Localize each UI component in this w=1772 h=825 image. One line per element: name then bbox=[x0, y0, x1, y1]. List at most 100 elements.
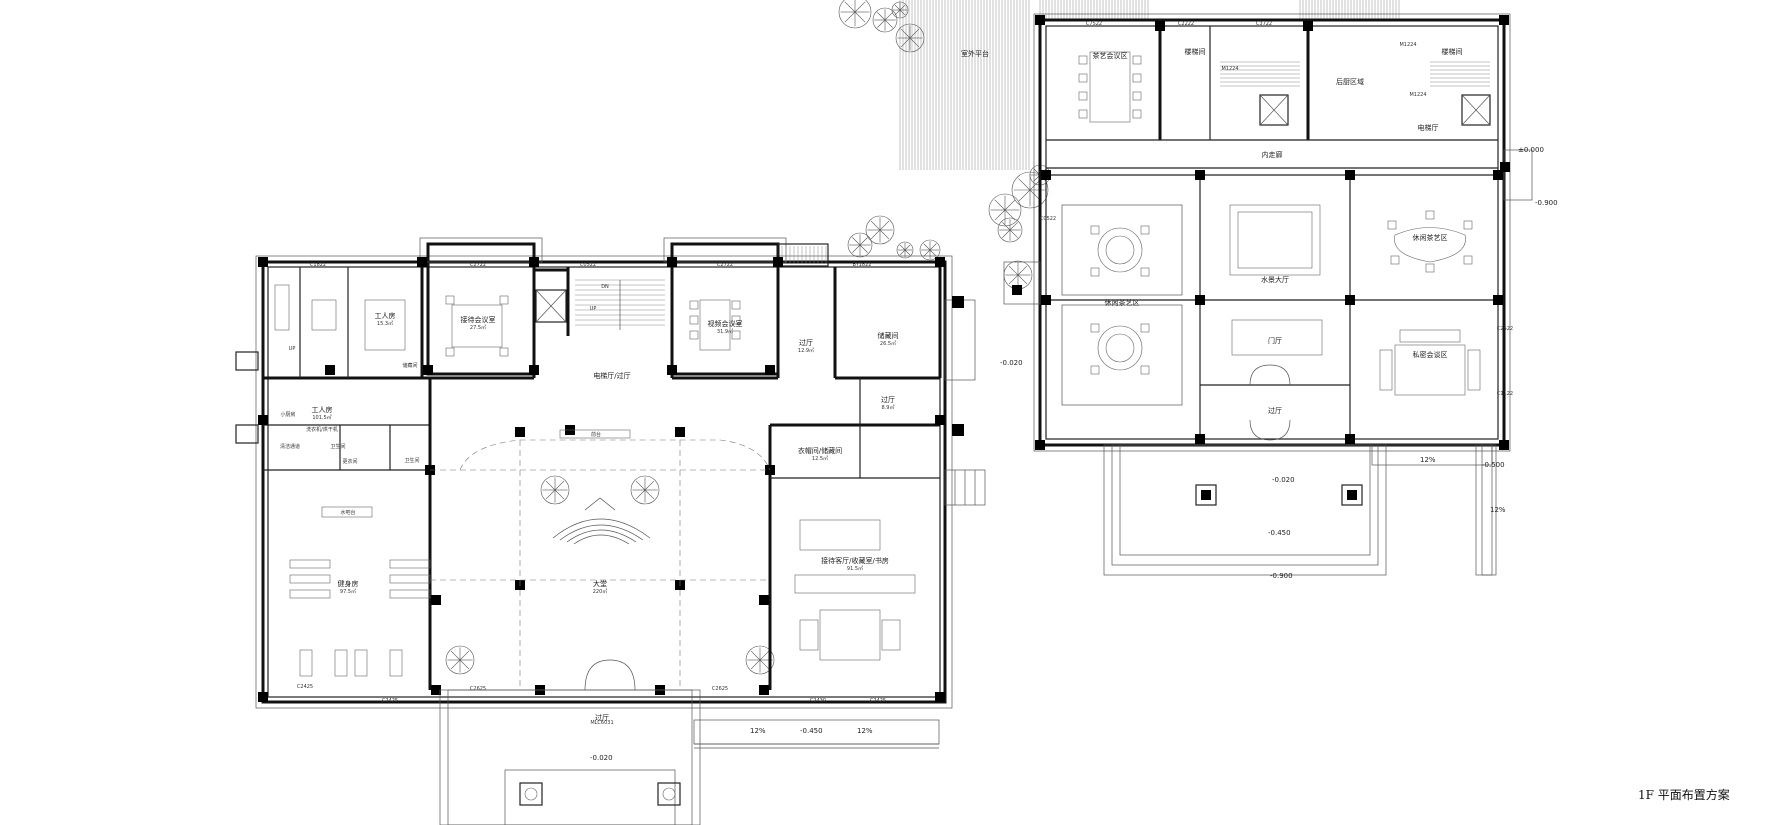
label-pantry: 小厨房 bbox=[280, 411, 295, 418]
level-5: -0.900 bbox=[1535, 199, 1558, 207]
right-building bbox=[1003, 13, 1533, 576]
label-video-meeting: 视频会议室 bbox=[708, 319, 743, 328]
area-corridor-b: 8.9㎡ bbox=[882, 404, 895, 411]
bay-video-outer bbox=[663, 237, 787, 263]
label-lobby: 大堂 bbox=[593, 579, 607, 588]
level-3: -0.020 bbox=[590, 754, 613, 762]
tag-c1822: C1822 bbox=[310, 262, 326, 268]
tree bbox=[872, 7, 898, 33]
tag-stair-up: UP bbox=[590, 306, 597, 312]
tree bbox=[745, 645, 775, 675]
label-bar: 水吧台 bbox=[340, 509, 355, 516]
tree bbox=[988, 193, 1022, 227]
left-building-outline-inner bbox=[267, 266, 941, 698]
label-cleaning: 清洁通道 bbox=[280, 443, 300, 450]
tag-m1224-b: M1224 bbox=[1409, 92, 1426, 98]
label-gym: 健身房 bbox=[338, 579, 359, 588]
tag-c1122: C1122 bbox=[1497, 391, 1513, 397]
label-toilet-2: 卫生间 bbox=[404, 457, 419, 464]
slope-3: 12% bbox=[1420, 456, 1436, 464]
level-1: -0.020 bbox=[1000, 359, 1023, 367]
area-reception-parlor: 91.5㎡ bbox=[847, 565, 863, 572]
level-6: -0.500 bbox=[1482, 461, 1505, 469]
tag-c0522-b: C0522 bbox=[1040, 216, 1056, 222]
bay-stair bbox=[777, 243, 829, 267]
label-tea-lounge-right: 休闲茶艺区 bbox=[1413, 233, 1448, 242]
tag-c2722-a: C2722 bbox=[470, 262, 486, 268]
tag-c2425-c: C2425 bbox=[870, 698, 886, 704]
label-toilet-1: 卫生间 bbox=[330, 443, 345, 450]
level-7: -0.020 bbox=[1272, 476, 1295, 484]
area-lobby: 220㎡ bbox=[593, 588, 608, 595]
label-reception-parlor: 接待客厅/收藏室/书房 bbox=[821, 556, 889, 565]
area-reception-meeting: 27.5㎡ bbox=[470, 324, 486, 331]
area-worker-room-2: 101.5㎡ bbox=[312, 414, 331, 421]
level-9: -0.900 bbox=[1270, 572, 1293, 580]
slope-2: 12% bbox=[857, 727, 873, 735]
tree bbox=[847, 232, 873, 258]
tree-group bbox=[445, 0, 1051, 675]
tree bbox=[838, 0, 872, 29]
tag-c2430: C2430 bbox=[810, 698, 826, 704]
left-building bbox=[235, 237, 986, 825]
level-2: -0.450 bbox=[800, 727, 823, 735]
tag-mlc: MLC6031 bbox=[590, 720, 613, 726]
tree bbox=[630, 475, 660, 505]
tag-m1224-a: M1224 bbox=[1399, 42, 1416, 48]
tree bbox=[865, 215, 895, 245]
area-worker-room-1: 15.3㎡ bbox=[377, 320, 393, 327]
label-reception-meeting: 接待会议室 bbox=[461, 315, 496, 324]
left-building-outline-outer bbox=[255, 255, 953, 709]
label-corridor-b: 过厅 bbox=[881, 395, 895, 404]
room-labels: 工人房 15.3㎡ 接待会议室 27.5㎡ 视频会议室 31.9㎡ 储藏间 26… bbox=[280, 47, 1463, 722]
tree bbox=[997, 217, 1023, 243]
label-entrance-hall: 过厅 bbox=[595, 713, 609, 722]
bay-stair-treads bbox=[781, 246, 827, 264]
slope-1: 12% bbox=[750, 727, 766, 735]
tag-c2625-a: C2625 bbox=[470, 686, 486, 692]
label-elevator-hall: 电梯厅/过厅 bbox=[593, 371, 630, 380]
tag-b1822: BY1822 bbox=[853, 262, 872, 268]
label-elevator-hall-2: 电梯厅 bbox=[1418, 123, 1439, 132]
tree bbox=[896, 241, 914, 259]
tag-c2722-b: C2722 bbox=[717, 262, 733, 268]
tree bbox=[919, 239, 941, 261]
label-changing: 更衣间 bbox=[342, 458, 357, 465]
label-stair-1: 楼梯间 bbox=[1185, 47, 1206, 56]
area-corridor-a: 12.9㎡ bbox=[798, 347, 814, 354]
label-tea-lounge-left: 休闲茶艺区 bbox=[1105, 298, 1140, 307]
label-laundry: 洗衣机/烘干机 bbox=[306, 426, 338, 433]
label-storage-small: 储藏间 bbox=[402, 362, 417, 369]
level-8: -0.450 bbox=[1268, 529, 1291, 537]
tag-c2425-a: C2425 bbox=[297, 684, 313, 690]
label-water-hall: 水景大厅 bbox=[1261, 275, 1289, 284]
window-door-tags: C1822 C2722 C0522 C2722 BY1822 C2425 C24… bbox=[289, 21, 1513, 726]
label-storage: 储藏间 bbox=[878, 331, 899, 340]
slope-4: 12% bbox=[1490, 506, 1506, 514]
outdoor-platform-hatch bbox=[899, 0, 1400, 170]
label-private-meeting: 私密会谈区 bbox=[1413, 350, 1448, 359]
label-worker-room-2: 工人房 bbox=[312, 405, 333, 414]
label-stair-2: 楼梯间 bbox=[1442, 47, 1463, 56]
tag-c0522: C0522 bbox=[580, 262, 596, 268]
label-entrance-hall-2: 过厅 bbox=[1268, 406, 1282, 415]
area-cloak-storage: 12.5㎡ bbox=[812, 455, 828, 462]
tag-up-2: UP bbox=[289, 346, 296, 352]
area-storage: 26.5㎡ bbox=[880, 340, 896, 347]
tag-c7522: C7522 bbox=[1086, 21, 1102, 27]
tree bbox=[540, 475, 570, 505]
tree bbox=[1003, 260, 1033, 290]
tree bbox=[445, 645, 475, 675]
label-outdoor-platform: 室外平台 bbox=[961, 49, 989, 58]
tag-stair-dn: DN bbox=[601, 284, 609, 290]
label-tea-art-room: 茶艺会议区 bbox=[1093, 51, 1128, 60]
label-counter: 前台 bbox=[591, 431, 601, 438]
label-cloak-storage: 衣帽间/储藏间 bbox=[798, 446, 842, 455]
tree bbox=[895, 23, 925, 53]
tag-c3722: C3722 bbox=[1256, 21, 1272, 27]
label-corridor-a: 过厅 bbox=[799, 338, 813, 347]
tree bbox=[1011, 171, 1049, 209]
right-building-outline bbox=[1038, 18, 1506, 447]
tree bbox=[891, 1, 909, 19]
